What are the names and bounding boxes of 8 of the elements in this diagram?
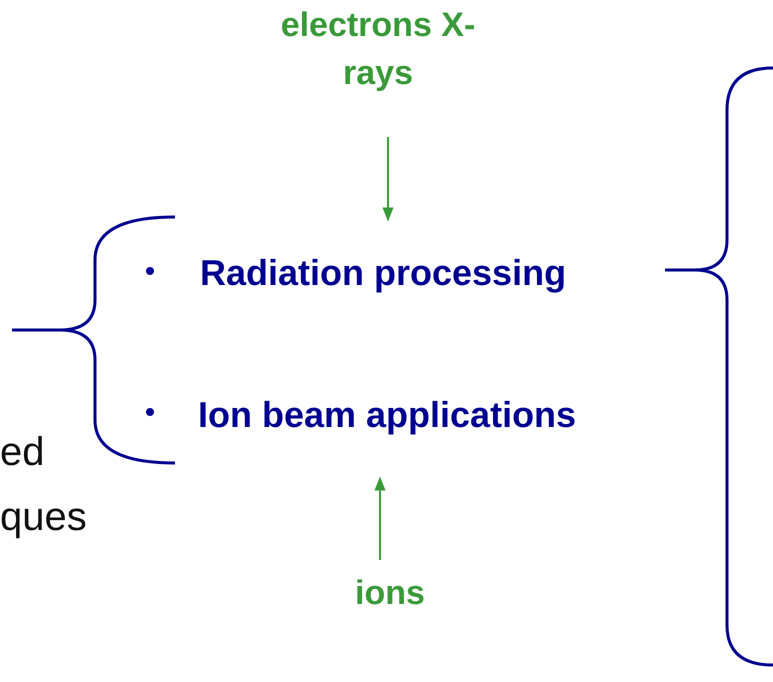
arrow — [382, 137, 394, 222]
node-text: ions — [340, 570, 440, 618]
text-fragment: ques — [0, 495, 87, 540]
node-text: electrons X-rays — [270, 2, 486, 102]
text-fragment: ed — [0, 430, 44, 475]
node-text: Radiation processing — [200, 248, 655, 298]
arrow — [374, 476, 386, 560]
node-text: Ion beam applications — [198, 390, 666, 440]
